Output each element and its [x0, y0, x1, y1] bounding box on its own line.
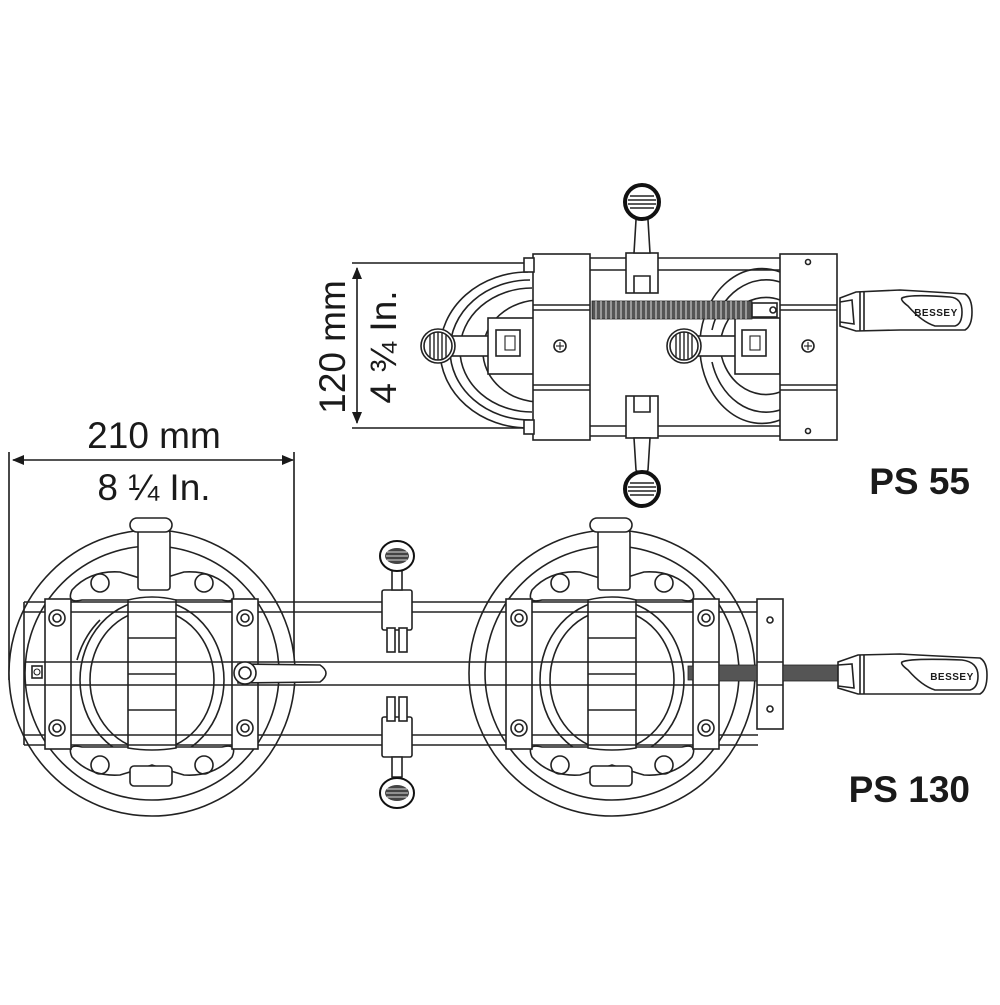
ps130-top-clamp-knob [379, 540, 415, 653]
ps130-frame [23, 598, 784, 750]
ps55-model-label: PS 55 [869, 461, 970, 502]
ps55-right-release-lever [666, 317, 781, 375]
ps130-width-imperial: 8 ¼ In. [97, 467, 210, 508]
ps130-threaded-spindle [687, 664, 839, 682]
ps55-height-metric: 120 mm [312, 280, 353, 414]
ps55-bottom-clamp-knob [623, 395, 661, 508]
ps55-height-dimension: 120 mm 4 ¾ In. [312, 262, 540, 429]
ps130-bottom-clamp-knob [379, 696, 415, 809]
ps55-height-imperial: 4 ¾ In. [363, 290, 404, 403]
ps55-top-clamp-knob [623, 183, 661, 294]
ps130-model-label: PS 130 [849, 769, 970, 810]
ps130-width-dimension: 210 mm 8 ¼ In. [8, 415, 295, 680]
ps130-drawing: 210 mm 8 ¼ In. [8, 415, 988, 817]
ps130-handle-brand: BESSEY [930, 672, 974, 683]
ps55-threaded-spindle [591, 300, 778, 320]
grip-hatching [429, 332, 447, 360]
ps55-frame [523, 253, 838, 441]
ps55-handle: BESSEY [839, 289, 973, 332]
ps55-drawing: 120 mm 4 ¾ In. [312, 183, 973, 508]
ps55-left-release-lever [420, 317, 537, 375]
ps130-width-metric: 210 mm [87, 415, 221, 456]
ps130-handle: BESSEY [837, 653, 988, 695]
ps55-handle-brand: BESSEY [914, 308, 958, 319]
